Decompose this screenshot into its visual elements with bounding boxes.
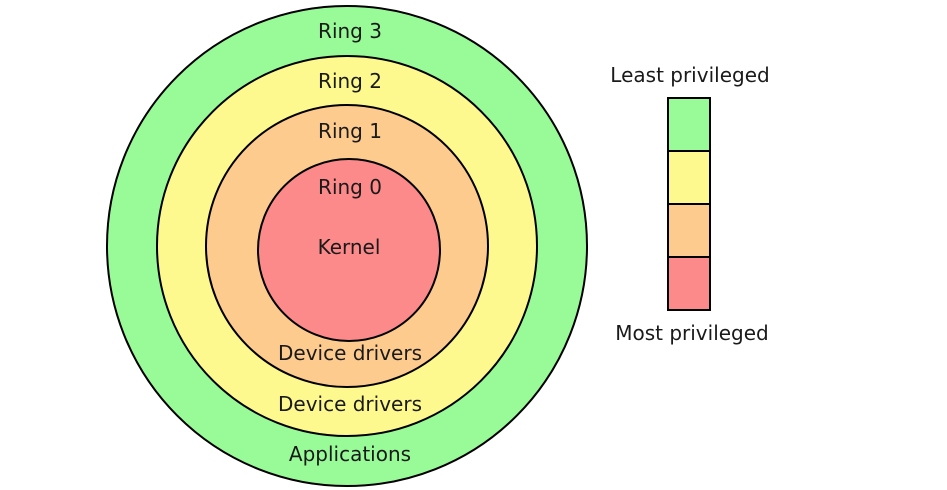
ring-3-role-label: Applications [289, 442, 411, 466]
ring-1-role-label: Device drivers [278, 341, 422, 365]
ring-2-label: Ring 2 [318, 69, 382, 93]
legend-swatch-ring-0 [667, 256, 711, 311]
legend-swatch-ring-2 [667, 150, 711, 205]
legend-swatch-ring-1 [667, 203, 711, 258]
ring-name-labels: Ring 3 Ring 2 Ring 1 Ring 0 [318, 19, 382, 199]
ring-3-label: Ring 3 [318, 19, 382, 43]
ring-0-label: Ring 0 [318, 175, 382, 199]
rings-group [106, 5, 588, 487]
ring-1-label: Ring 1 [318, 119, 382, 143]
legend-least-privileged-label: Least privileged [610, 63, 769, 87]
ring-role-labels: Kernel Device drivers Device drivers App… [278, 235, 422, 466]
legend-swatch-ring-3 [667, 97, 711, 152]
legend-most-privileged-label: Most privileged [615, 321, 769, 345]
ring-0-role-label: Kernel [318, 235, 381, 259]
ring-2-role-label: Device drivers [278, 392, 422, 416]
privilege-legend: Least privileged Most privileged [610, 63, 769, 345]
ring-0-circle [257, 158, 441, 342]
